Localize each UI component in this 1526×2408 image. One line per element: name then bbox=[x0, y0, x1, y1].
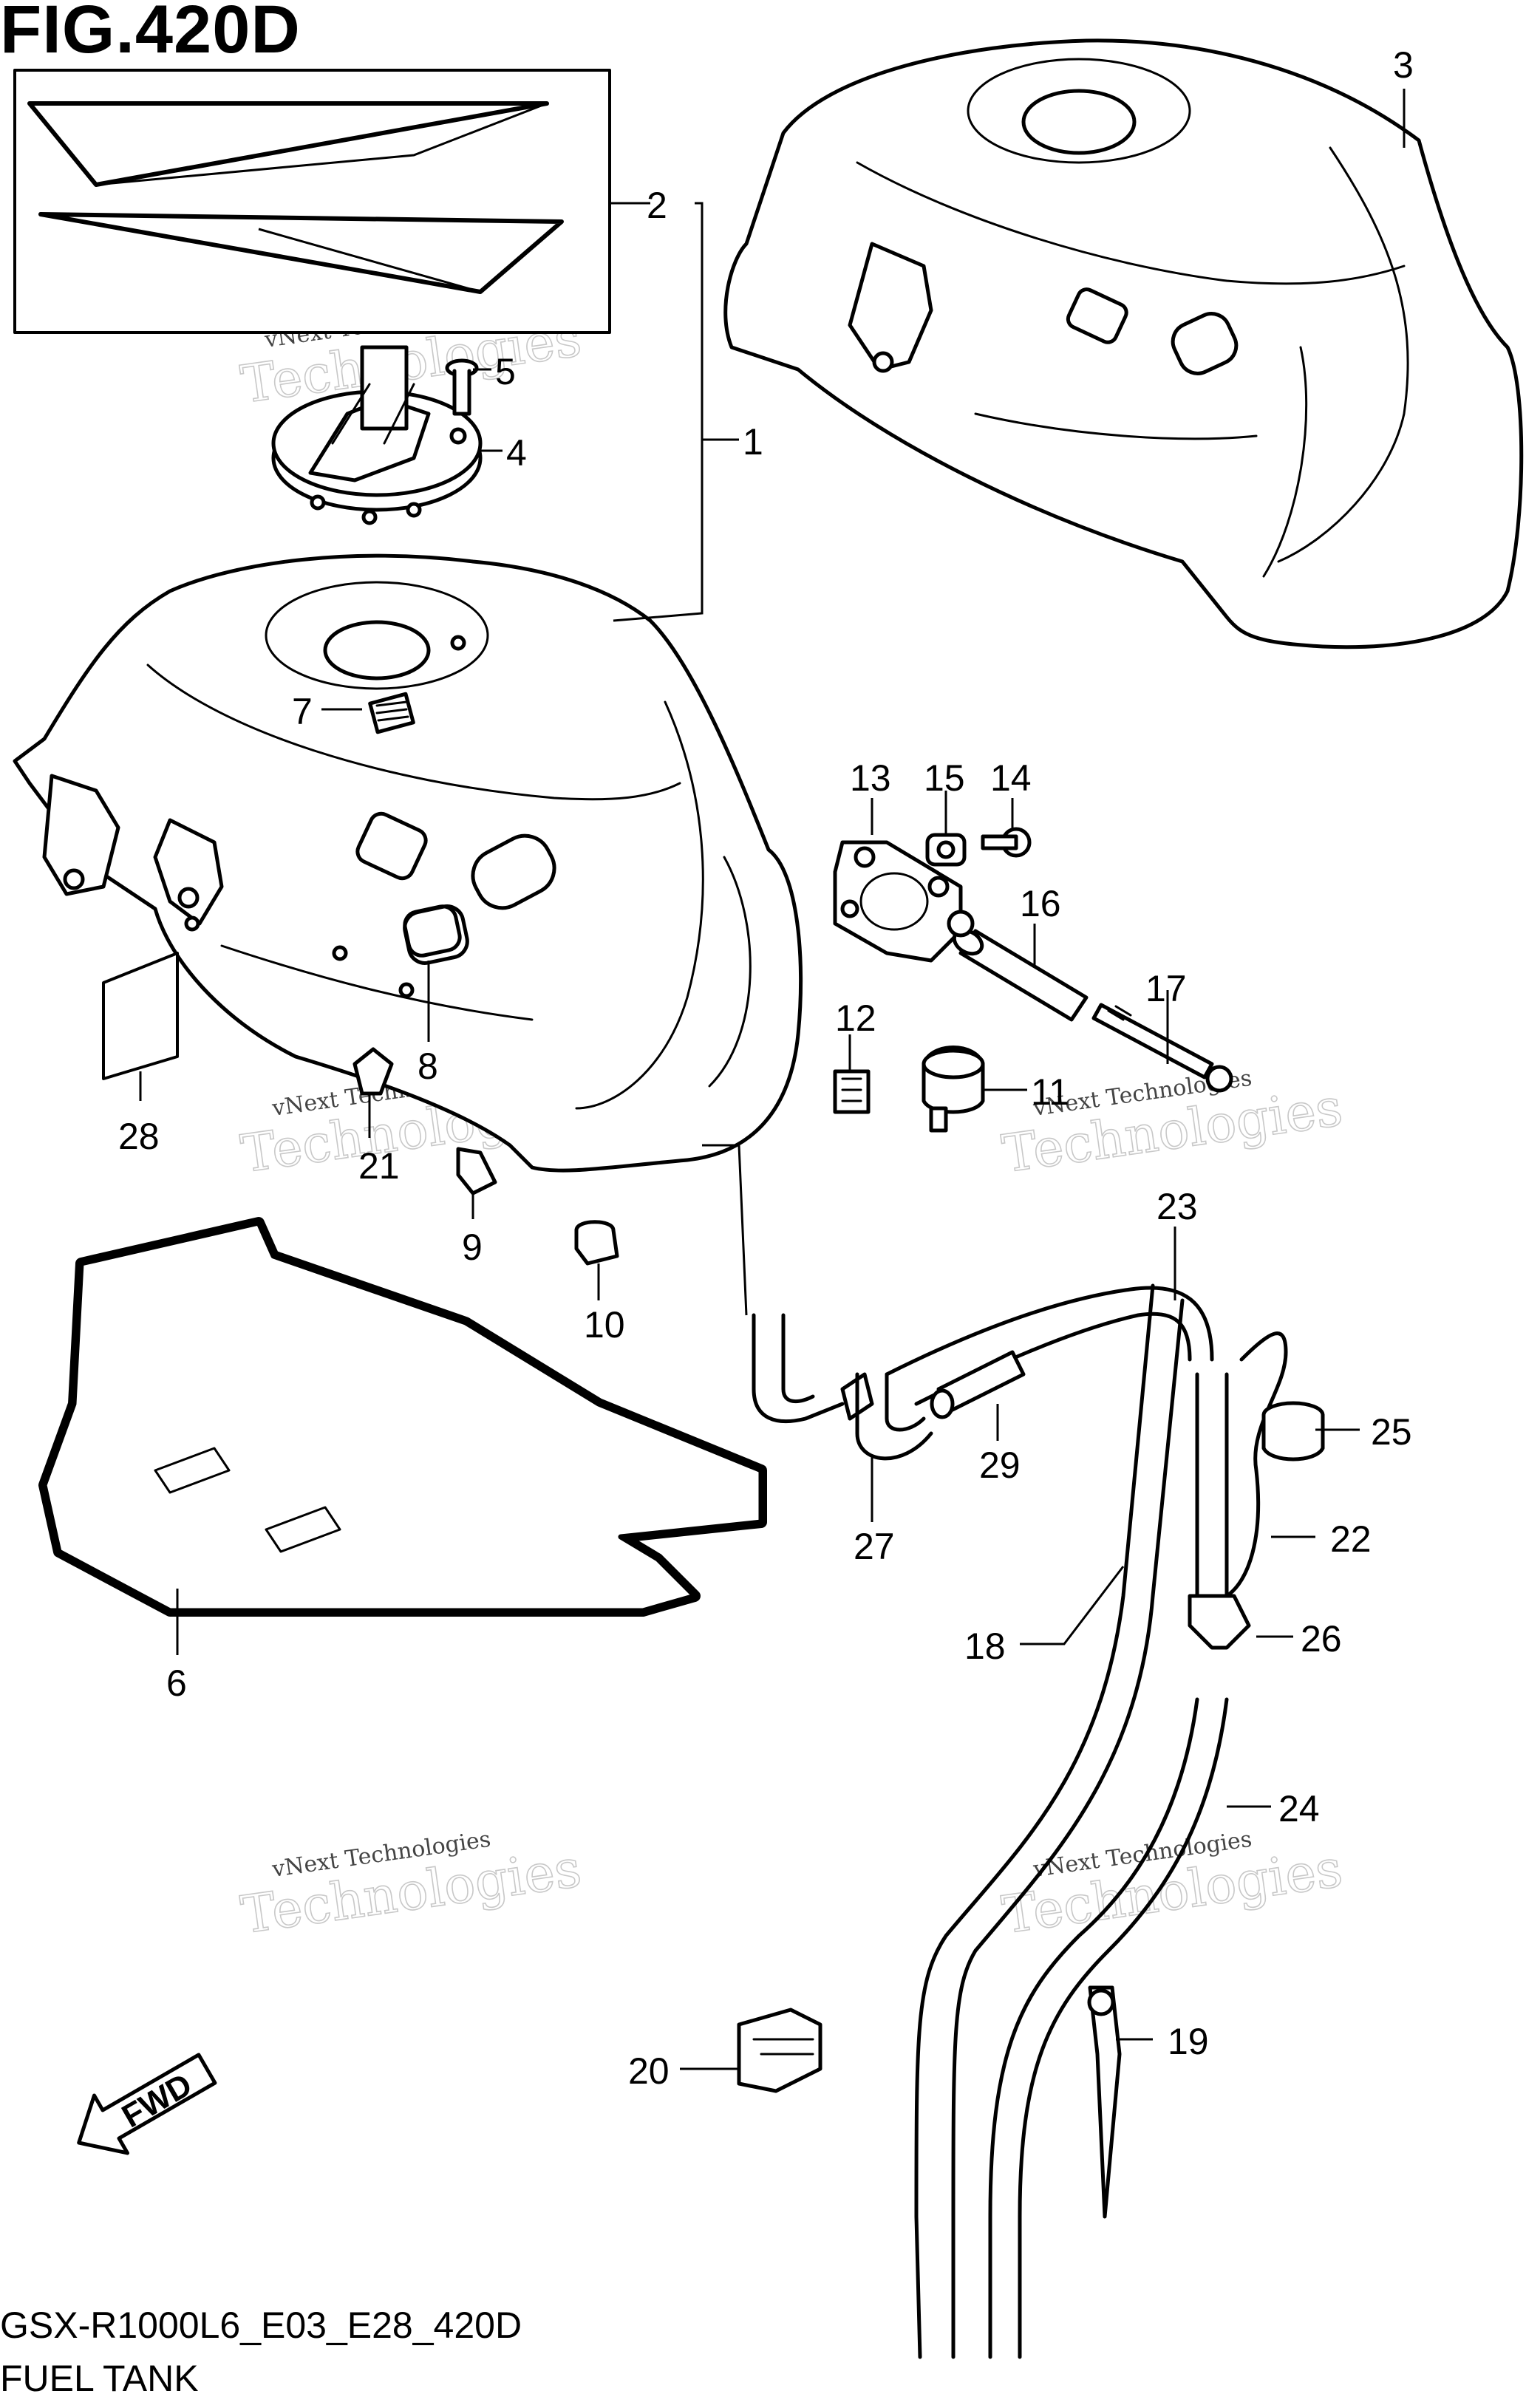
part-14-bolt bbox=[981, 827, 1032, 858]
part-9-clamp bbox=[456, 1147, 497, 1196]
fwd-label: FWD bbox=[116, 2067, 198, 2135]
part-8-cushion bbox=[403, 904, 462, 958]
part-13-bracket bbox=[833, 840, 963, 963]
part-7-filter bbox=[368, 692, 415, 734]
callout-14: 14 bbox=[990, 757, 1032, 799]
callout-21: 21 bbox=[358, 1145, 400, 1187]
part-11-sensor bbox=[922, 1046, 985, 1133]
part-20-clamp bbox=[737, 2008, 822, 2093]
figure-code: GSX-R1000L6_E03_E28_420D bbox=[0, 2305, 522, 2346]
part-12-filter bbox=[833, 1069, 871, 1114]
leader-lines bbox=[139, 89, 1406, 2070]
callout-26: 26 bbox=[1301, 1618, 1342, 1660]
callout-20: 20 bbox=[628, 2050, 670, 2092]
callout-3: 3 bbox=[1393, 44, 1414, 86]
callout-4: 4 bbox=[506, 432, 527, 474]
callout-1: 1 bbox=[743, 421, 763, 463]
fig-title: FIG.420D bbox=[0, 0, 301, 67]
callout-numbers: 2 1 3 5 4 7 8 28 21 9 10 13 15 14 16 17 … bbox=[118, 44, 1414, 2092]
part-21-clip bbox=[352, 1047, 394, 1096]
callout-10: 10 bbox=[584, 1304, 625, 1345]
part-10-cushion bbox=[574, 1220, 619, 1266]
part-28-label bbox=[102, 952, 179, 1080]
callout-17: 17 bbox=[1145, 968, 1187, 1009]
callout-23: 23 bbox=[1157, 1186, 1198, 1227]
callout-25: 25 bbox=[1371, 1411, 1412, 1453]
part-16-sleeve bbox=[947, 910, 1089, 1022]
callout-13: 13 bbox=[850, 757, 891, 799]
callout-27: 27 bbox=[854, 1526, 895, 1567]
callout-5: 5 bbox=[495, 351, 516, 392]
callout-16: 16 bbox=[1020, 883, 1061, 924]
callout-24: 24 bbox=[1278, 1788, 1320, 1829]
part-6-gasket bbox=[38, 1217, 767, 1617]
part-17-bolt bbox=[1091, 1003, 1233, 1093]
hoses bbox=[702, 1144, 1325, 2359]
callout-6: 6 bbox=[166, 1662, 187, 1704]
part-2-decal-set bbox=[13, 69, 611, 334]
callout-18: 18 bbox=[964, 1626, 1006, 1667]
fwd-arrow: FWD bbox=[77, 2053, 217, 2155]
callout-11: 11 bbox=[1031, 1071, 1069, 1113]
figure-name: FUEL TANK bbox=[0, 2358, 199, 2399]
part-5-screw bbox=[445, 358, 479, 416]
callout-29: 29 bbox=[979, 1445, 1021, 1486]
callout-19: 19 bbox=[1168, 2021, 1209, 2062]
callout-2: 2 bbox=[647, 185, 667, 226]
callout-28: 28 bbox=[118, 1116, 160, 1157]
part-19-cable-tie bbox=[1087, 1985, 1122, 2219]
callout-9: 9 bbox=[462, 1227, 483, 1268]
part-1-fuel-tank bbox=[13, 553, 803, 1173]
part-3-tank-cover bbox=[723, 38, 1524, 649]
callout-7: 7 bbox=[292, 691, 313, 732]
callout-12: 12 bbox=[835, 997, 876, 1039]
part-15-nut bbox=[925, 833, 967, 867]
callout-22: 22 bbox=[1330, 1518, 1372, 1560]
callout-8: 8 bbox=[418, 1046, 438, 1087]
callout-15: 15 bbox=[924, 757, 965, 799]
part-4-fuel-cap bbox=[271, 345, 483, 525]
